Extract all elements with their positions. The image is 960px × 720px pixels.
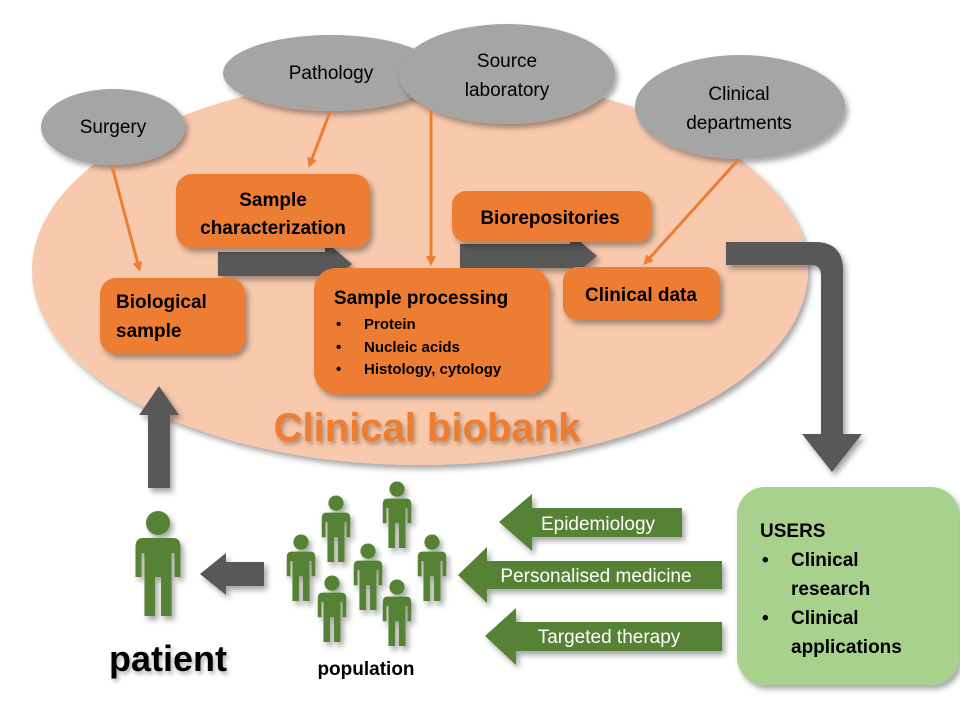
sample-processing-box: Sample processing • Protein • Nucleic ac… (314, 268, 550, 394)
users-item-1-line-2: research (791, 579, 870, 600)
bullet: • (762, 608, 769, 629)
person-icon (382, 481, 412, 548)
characterization-to-processing-arrow (218, 241, 352, 287)
person-icon (286, 534, 316, 601)
epidemiology-label: Epidemiology (541, 514, 656, 535)
source-laboratory-label-1: Source (477, 51, 537, 72)
processing-item-nucleic-acids: Nucleic acids (364, 339, 460, 356)
biological-sample-label-2: sample (116, 321, 181, 342)
person-icon (382, 579, 412, 646)
clinical-departments-label-2: departments (686, 113, 792, 134)
population-group (286, 481, 447, 646)
targeted-therapy-label: Targeted therapy (538, 627, 681, 648)
clinical-departments-bubble: Clinical departments (635, 55, 845, 159)
clinical-data-label: Clinical data (585, 285, 697, 306)
sample-characterization-box: Sample characterization (176, 174, 370, 248)
person-icon (321, 495, 351, 562)
bullet: • (336, 316, 341, 333)
patient-icon (135, 511, 181, 616)
population-to-patient-arrow (200, 553, 264, 595)
source-laboratory-bubble: Source laboratory (399, 24, 615, 124)
person-icon (353, 543, 383, 610)
personalised-medicine-arrow: Personalised medicine (458, 547, 722, 603)
biobank-title: Clinical biobank (274, 406, 581, 450)
bullet: • (336, 361, 341, 378)
processing-to-clinical-data-arrow (460, 233, 597, 279)
clinical-data-box: Clinical data (563, 267, 720, 320)
users-title: USERS (760, 521, 825, 542)
clinical-departments-label-1: Clinical (708, 84, 769, 105)
patient-label: patient (109, 638, 227, 679)
surgery-arrow (110, 165, 143, 272)
processing-item-histology: Histology, cytology (364, 361, 502, 378)
users-item-1-line-1: Clinical (791, 550, 859, 571)
population-label: population (317, 659, 414, 680)
surgery-label: Surgery (80, 117, 147, 138)
biological-sample-label-1: Biological (116, 292, 207, 313)
pathology-bubble: Pathology (223, 35, 439, 111)
sample-processing-title: Sample processing (334, 288, 508, 309)
surgery-bubble: Surgery (41, 89, 185, 165)
clinical-departments-arrow (643, 158, 740, 265)
pathology-label: Pathology (289, 63, 374, 84)
personalised-medicine-label: Personalised medicine (500, 566, 691, 587)
targeted-therapy-arrow: Targeted therapy (485, 608, 722, 665)
users-item-2-line-2: applications (791, 637, 902, 658)
person-icon (417, 534, 447, 601)
bullet: • (336, 339, 341, 356)
epidemiology-arrow: Epidemiology (499, 494, 682, 551)
patient-to-biobank-arrow (139, 386, 179, 488)
person-icon (317, 575, 347, 642)
bullet: • (762, 550, 769, 571)
biological-sample-box: Biological sample (100, 278, 245, 354)
users-box: USERS • Clinical research • Clinical app… (737, 487, 959, 685)
users-item-2-line-1: Clinical (791, 608, 859, 629)
biobank-to-users-arrow (726, 242, 862, 472)
sample-characterization-label-2: characterization (200, 218, 346, 239)
biorepositories-box: Biorepositories (452, 191, 651, 242)
pathology-arrow (307, 111, 332, 168)
biorepositories-label: Biorepositories (480, 208, 619, 229)
processing-item-protein: Protein (364, 316, 416, 333)
source-laboratory-label-2: laboratory (465, 80, 550, 101)
sample-characterization-label-1: Sample (239, 190, 307, 211)
